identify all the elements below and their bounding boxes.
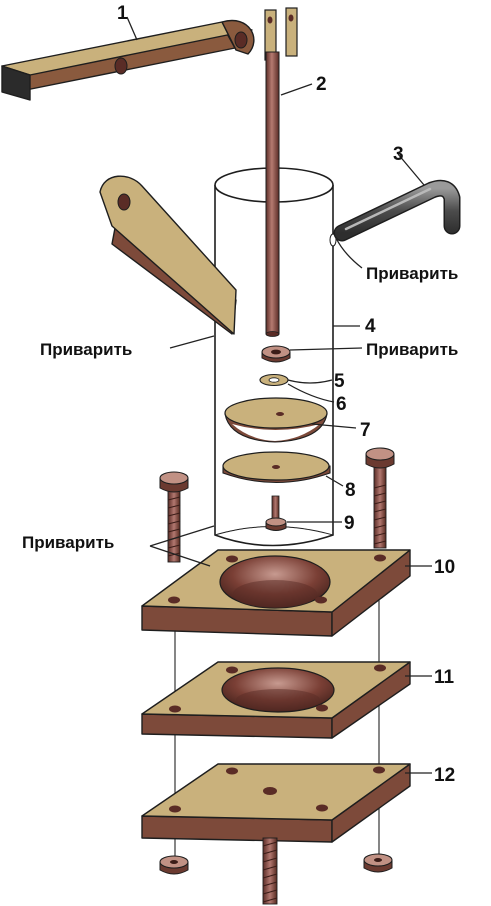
washer-6 (259, 373, 289, 387)
threaded-rod (262, 837, 278, 905)
screw-9 (265, 495, 287, 531)
label-part-7: 7 (360, 420, 371, 441)
leader-lines (126, 16, 432, 774)
weld-label-bracket: Приварить (40, 340, 132, 359)
label-part-6: 6 (336, 394, 347, 415)
cup-7 (224, 397, 328, 443)
weld-label-nut: Приварить (366, 340, 458, 359)
label-part-4: 4 (365, 316, 376, 337)
lever-arm (1, 19, 255, 101)
plate-10 (141, 549, 411, 637)
lever-bracket (99, 175, 237, 335)
label-part-11: 11 (434, 667, 455, 688)
bent-handle (333, 179, 461, 242)
label-part-3: 3 (393, 144, 404, 165)
bolt-left (159, 471, 189, 563)
bottom-nut-left (159, 855, 189, 875)
weld-label-plate: Приварить (22, 533, 114, 552)
label-part-12: 12 (434, 765, 455, 786)
label-part-10: 10 (434, 557, 455, 578)
part-labels: 1 2 3 4 5 6 7 8 9 10 11 12 Приварить При… (22, 3, 458, 786)
label-part-5: 5 (334, 371, 345, 392)
nut-5 (261, 345, 291, 363)
piston-rod (264, 7, 298, 337)
label-part-9: 9 (344, 513, 355, 534)
plate-12 (141, 763, 411, 843)
weld-label-handle: Приварить (366, 264, 458, 283)
label-part-1: 1 (117, 3, 128, 24)
disc-8 (222, 451, 331, 483)
label-part-2: 2 (316, 74, 327, 95)
bolt-right (365, 447, 395, 549)
plate-11 (141, 661, 411, 739)
bottom-nut-right (363, 853, 393, 873)
label-part-8: 8 (345, 480, 356, 501)
